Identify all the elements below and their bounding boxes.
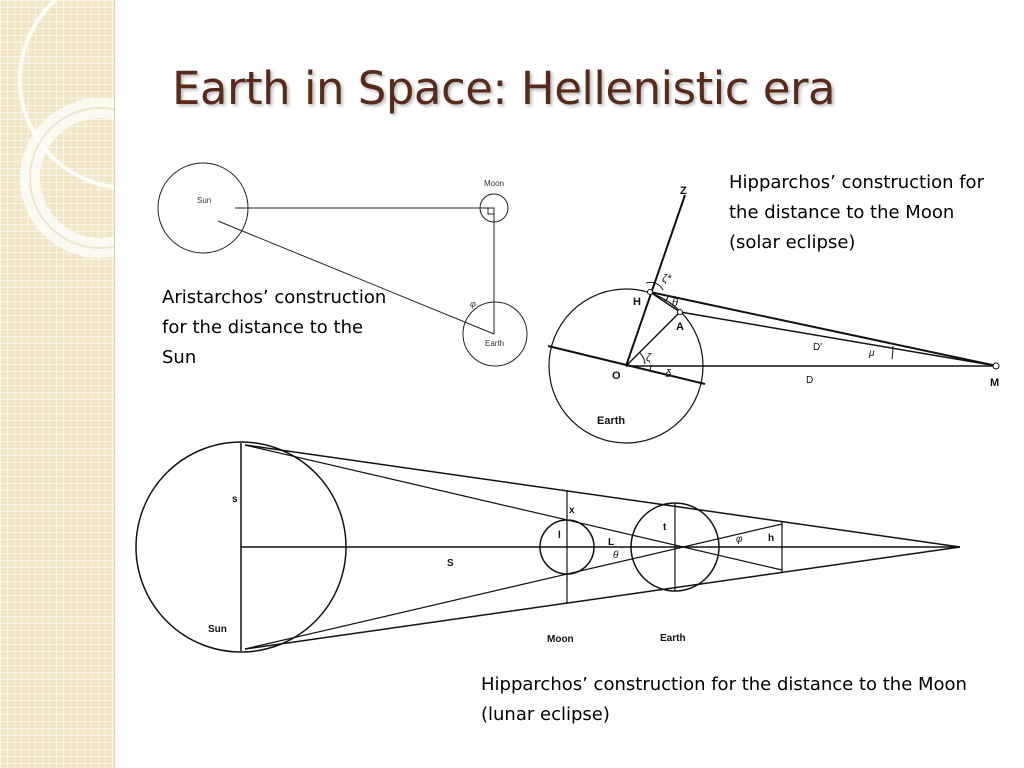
big-l-label: L bbox=[608, 537, 614, 548]
o-label: O bbox=[612, 370, 621, 382]
lower-cone-line bbox=[244, 546, 961, 650]
center-a-line bbox=[625, 311, 681, 367]
zenith-line bbox=[625, 194, 686, 367]
earth-label: Earth bbox=[660, 633, 686, 644]
d-label: D bbox=[806, 375, 813, 386]
mu-arc bbox=[891, 345, 894, 360]
caption-hipparchos-solar: Hipparchos’ construction for the distanc… bbox=[729, 172, 984, 253]
upper-cone-line bbox=[244, 444, 961, 548]
right-angle-mark bbox=[487, 207, 495, 215]
sun-label: Sun bbox=[197, 196, 211, 205]
earth-label: Earth bbox=[597, 415, 625, 427]
observer-point bbox=[647, 289, 653, 295]
decorative-sidebar bbox=[0, 0, 115, 768]
angle-phi-label: φ bbox=[470, 299, 476, 309]
moon-point bbox=[992, 362, 1000, 370]
mu-label: μ bbox=[868, 348, 875, 359]
d-prime-label: D' bbox=[813, 342, 822, 353]
a-moon-line bbox=[679, 311, 998, 367]
delta-arc bbox=[649, 365, 652, 373]
phi-label: φ bbox=[736, 534, 743, 545]
m-label: M bbox=[990, 377, 999, 389]
zenith-label: Z bbox=[680, 185, 687, 197]
zeta-star-label: ζ* bbox=[662, 273, 672, 285]
zeta-star-arc bbox=[645, 281, 664, 291]
moon-label: Moon bbox=[484, 179, 504, 188]
theta-arc bbox=[663, 296, 669, 303]
moon-label: Moon bbox=[547, 634, 574, 645]
observer-moon-line bbox=[649, 291, 998, 367]
caption-aristarchos: Aristarchos’ construction for the distan… bbox=[162, 287, 387, 368]
point-a bbox=[677, 309, 683, 315]
zeta-label: ζ bbox=[646, 352, 652, 364]
a-label: A bbox=[676, 321, 684, 333]
theta-label: θ bbox=[613, 550, 619, 561]
sun-earth-line bbox=[217, 220, 495, 335]
delta-label: δ bbox=[665, 368, 672, 380]
h-label: h bbox=[768, 533, 774, 544]
sun-label: Sun bbox=[208, 624, 227, 635]
x-label: x bbox=[569, 505, 575, 516]
earth-label: Earth bbox=[485, 339, 504, 348]
l-label: l bbox=[558, 530, 561, 541]
caption-hipparchos-lunar: Hipparchos’ construction for the distanc… bbox=[481, 674, 967, 725]
h-label: H bbox=[633, 296, 641, 308]
decorative-rings bbox=[18, 0, 114, 258]
slide-title: Earth in Space: Hellenistic era bbox=[172, 62, 836, 115]
observer-a-line bbox=[649, 291, 681, 313]
lower-cross-line bbox=[244, 523, 783, 650]
s-label: s bbox=[232, 494, 238, 505]
theta-label: θ bbox=[672, 297, 678, 309]
t-label: t bbox=[663, 522, 667, 533]
zeta-arc bbox=[639, 352, 646, 365]
upper-cross-line bbox=[244, 444, 783, 571]
big-s-label: S bbox=[447, 558, 454, 569]
earth-circle bbox=[462, 301, 528, 367]
